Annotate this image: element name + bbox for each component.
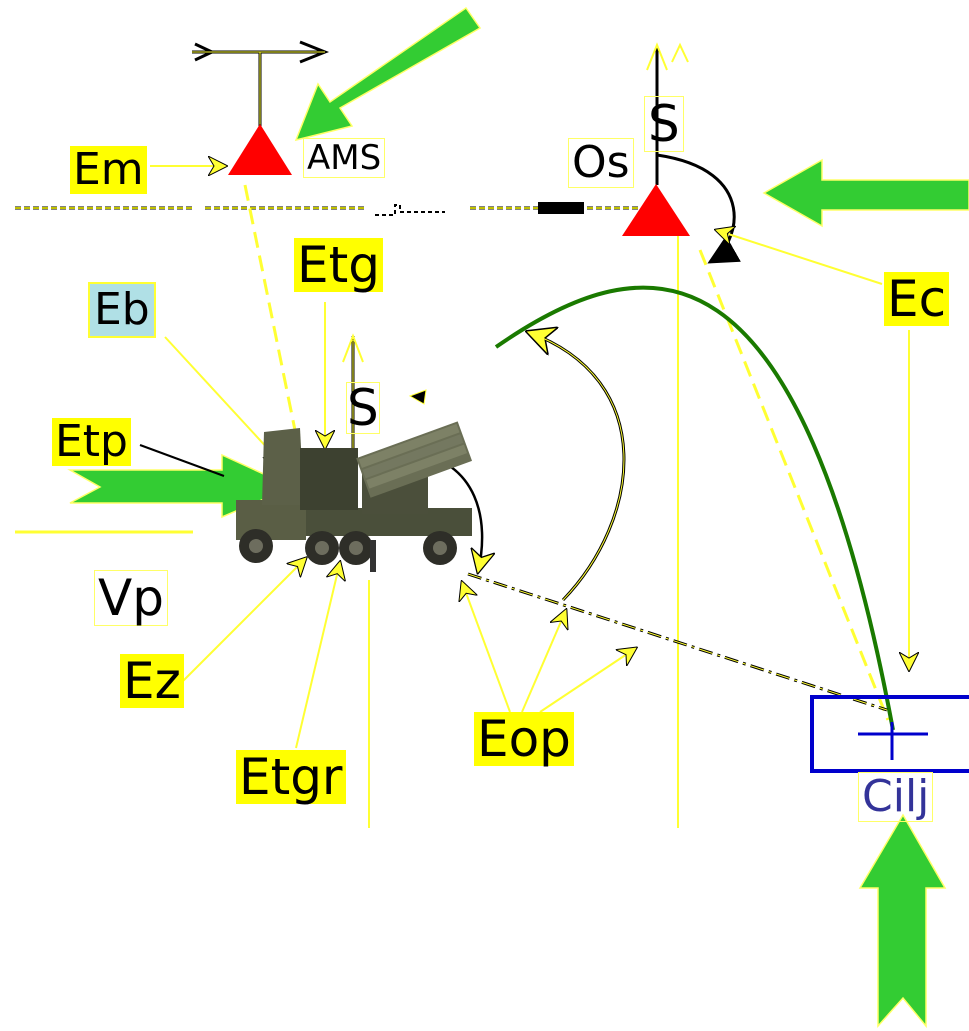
target-box-icon — [810, 695, 969, 773]
label-ez: Ez — [120, 654, 184, 708]
label-etg: Etg — [294, 238, 383, 292]
horizon-step — [375, 204, 445, 216]
etgr-arrow — [295, 562, 340, 749]
label-cilj: Cilj — [858, 772, 934, 822]
label-vp: Vp — [94, 570, 168, 626]
label-eop: Eop — [474, 712, 574, 766]
eop-arc — [528, 332, 626, 602]
small-arrowhead — [408, 389, 427, 405]
wind-arrow-right — [762, 158, 969, 228]
label-os: Os — [568, 138, 634, 188]
os-rotation-arc — [656, 153, 741, 264]
label-s-vehicle: S — [346, 379, 380, 437]
label-s-top: S — [644, 96, 684, 152]
label-ams: AMS — [303, 138, 386, 178]
os-sightline — [698, 249, 890, 721]
ec-arrow — [716, 230, 883, 285]
os-marker-bar — [538, 202, 584, 214]
ams-station-icon — [228, 124, 292, 175]
label-etp: Etp — [52, 418, 131, 466]
label-ec: Ec — [884, 272, 950, 326]
label-em: Em — [70, 146, 147, 194]
projectile-trajectory — [494, 285, 895, 731]
rocket-launcher-truck-icon — [236, 421, 473, 572]
etp-arrow — [139, 444, 225, 477]
ams-sightline — [243, 184, 299, 441]
os-station-icon — [622, 184, 690, 236]
ez-arrow — [179, 558, 306, 685]
wind-arrow-bottom — [858, 813, 947, 1029]
eb-arrow — [164, 336, 282, 464]
eop-arrows — [462, 582, 636, 713]
label-eb: Eb — [88, 282, 156, 338]
label-etgr: Etgr — [236, 750, 346, 804]
wind-arrow-top — [294, 6, 482, 142]
